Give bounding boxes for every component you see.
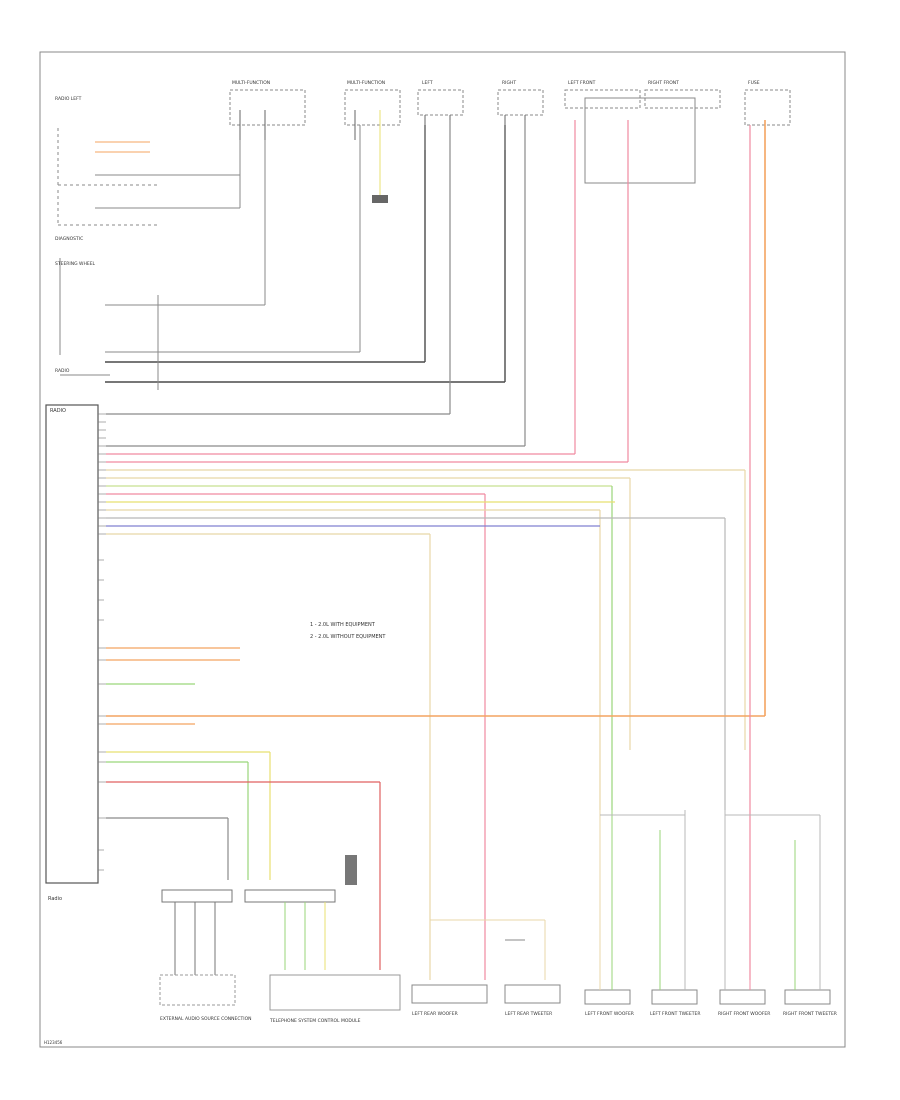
top-component-right-tweeter: RIGHT bbox=[497, 80, 544, 150]
bottom-module-external-audio bbox=[159, 889, 236, 1006]
bottom-captions: EXTERNAL AUDIO SOURCE CONNECTION TELEPHO… bbox=[160, 1011, 837, 1024]
side-label-3: RADIO bbox=[55, 368, 70, 374]
radio-connector-footer: Radio bbox=[48, 896, 62, 902]
svg-text:LEFT FRONT: LEFT FRONT bbox=[568, 80, 596, 86]
side-label-2: STEERING WHEEL bbox=[55, 261, 96, 267]
top-component-fuse-block: FUSE bbox=[744, 80, 791, 126]
svg-text:RIGHT: RIGHT bbox=[502, 80, 516, 86]
side-labels: RADIO LEFT DIAGNOSTIC STEERING WHEEL RAD… bbox=[55, 96, 96, 374]
bottom-module-front-speakers bbox=[584, 810, 831, 1005]
svg-text:FUSE: FUSE bbox=[748, 80, 760, 86]
svg-text:RIGHT FRONT: RIGHT FRONT bbox=[648, 80, 679, 86]
svg-text:MULTI-FUNCTION: MULTI-FUNCTION bbox=[232, 80, 270, 86]
radio-connector-block bbox=[45, 404, 99, 884]
bottom-module-telephone bbox=[244, 855, 401, 1011]
top-component-mfsw-controls: MULTI-FUNCTION bbox=[229, 80, 306, 140]
caption-telephone: TELEPHONE SYSTEM CONTROL MODULE bbox=[269, 1018, 361, 1024]
footer-code: H123456 bbox=[44, 1040, 63, 1045]
top-component-left-tweeter: LEFT bbox=[417, 80, 464, 150]
caption-lr-tweeter: LEFT REAR TWEETER bbox=[505, 1011, 552, 1017]
caption-lf-tweeter: LEFT FRONT TWEETER bbox=[650, 1011, 700, 1017]
bottom-module-rear-speakers bbox=[411, 919, 561, 1004]
side-label-1: DIAGNOSTIC bbox=[55, 236, 83, 242]
caption-lf-woofer: LEFT FRONT WOOFER bbox=[585, 1011, 634, 1017]
top-component-mfsw: MULTI-FUNCTION bbox=[344, 80, 401, 203]
connector-pins bbox=[98, 413, 106, 871]
diagram-frame bbox=[39, 51, 846, 1048]
legend-item-2: 2 - 2.0L WITHOUT EQUIPMENT bbox=[310, 634, 386, 640]
caption-lr-woofer: LEFT REAR WOOFER bbox=[412, 1011, 458, 1017]
side-label-0: RADIO LEFT bbox=[55, 96, 82, 102]
caption-external-audio: EXTERNAL AUDIO SOURCE CONNECTION bbox=[160, 1016, 251, 1022]
signal-wires bbox=[106, 120, 766, 980]
top-left-wiring bbox=[57, 120, 506, 390]
legend-item-1: 1 - 2.0L WITH EQUIPMENT bbox=[310, 622, 376, 628]
svg-text:LEFT: LEFT bbox=[422, 80, 433, 86]
radio-connector-label: RADIO bbox=[50, 408, 66, 414]
top-component-front-speakers: LEFT FRONT RIGHT FRONT bbox=[564, 80, 721, 184]
svg-text:MULTI-FUNCTION: MULTI-FUNCTION bbox=[347, 80, 385, 86]
caption-rf-woofer: RIGHT FRONT WOOFER bbox=[718, 1011, 770, 1017]
caption-rf-tweeter: RIGHT FRONT TWEETER bbox=[783, 1011, 837, 1017]
legend: 1 - 2.0L WITH EQUIPMENT 2 - 2.0L WITHOUT… bbox=[310, 622, 386, 640]
